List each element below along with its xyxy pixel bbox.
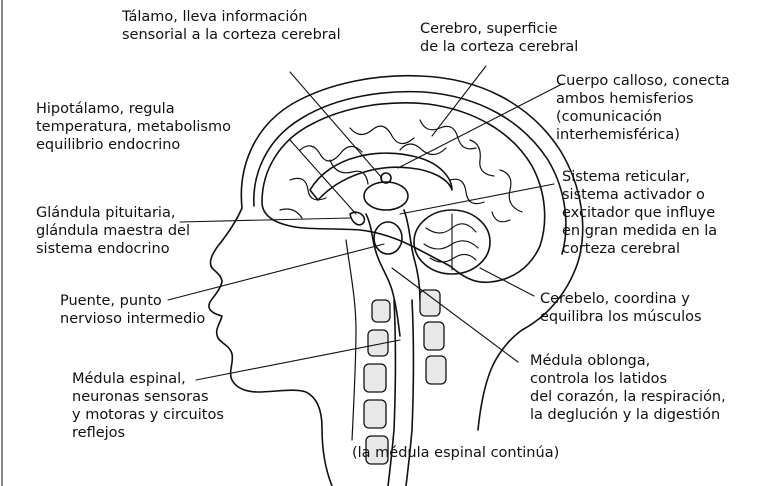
label-line: del corazón, la respiración, [530, 389, 726, 405]
spinal-cord [387, 299, 415, 486]
throat-line [345, 239, 357, 441]
label-line: Tálamo, lleva información [122, 9, 308, 25]
label-medula-espinal: Médula espinal, neuronas sensoras y moto… [72, 370, 224, 442]
label-line: Médula oblonga, [530, 353, 651, 369]
label-line: sistema endocrino [36, 241, 170, 257]
head-profile-outline [208, 74, 584, 486]
label-sistema-reticular: Sistema reticular, sistema activador o e… [562, 168, 717, 258]
label-medula-oblonga: Médula oblonga, controla los latidos del… [530, 352, 726, 424]
brainstem [365, 209, 421, 337]
pons [373, 221, 403, 255]
label-line: corteza cerebral [562, 241, 681, 257]
label-line: Sistema reticular, [562, 169, 690, 185]
label-line: en gran medida en la [562, 223, 718, 239]
label-line: Cerebro, superficie [420, 21, 558, 37]
skull-inner-line [253, 90, 567, 255]
label-line: Glándula pituitaria, [36, 205, 176, 221]
leader-lines [167, 65, 563, 381]
label-line: (la médula espinal continúa) [352, 445, 560, 461]
label-continua: (la médula espinal continúa) [352, 444, 559, 462]
label-line: ambos hemisferios [556, 91, 694, 107]
label-line: Hipotálamo, regula [36, 101, 175, 117]
label-line: controla los latidos [530, 371, 668, 387]
label-puente: Puente, punto nervioso intermedio [60, 292, 205, 328]
label-talamo: Tálamo, lleva información sensorial a la… [122, 8, 341, 44]
label-glandula-pituitaria: Glándula pituitaria, glándula maestra de… [36, 204, 190, 258]
cerebellum-folia [423, 213, 479, 271]
cortex-folds [279, 119, 523, 223]
label-cerebelo: Cerebelo, coordina y equilibra los múscu… [540, 290, 702, 326]
label-cuerpo-calloso: Cuerpo calloso, conecta ambos hemisferio… [556, 72, 730, 144]
label-line: y motoras y circuitos [72, 407, 224, 423]
label-line: (comunicación [556, 109, 662, 125]
brain-outline [261, 102, 546, 284]
label-hipotalamo: Hipotálamo, regula temperatura, metaboli… [36, 100, 231, 154]
label-line: temperatura, metabolismo [36, 119, 231, 135]
label-line: sensorial a la corteza cerebral [122, 27, 341, 43]
thalamus [363, 181, 409, 211]
label-cerebro: Cerebro, superficie de la corteza cerebr… [420, 20, 578, 56]
label-line: interhemisférica) [556, 127, 680, 143]
label-line: neuronas sensoras [72, 389, 209, 405]
cerebellum [413, 209, 491, 275]
label-line: equilibra los músculos [540, 309, 702, 325]
label-line: reflejos [72, 425, 126, 441]
label-line: Puente, punto [60, 293, 162, 309]
vertebrae [363, 289, 447, 465]
label-line: Médula espinal, [72, 371, 186, 387]
label-line: equilibrio endocrino [36, 137, 181, 153]
label-line: glándula maestra del [36, 223, 191, 239]
pituitary-gland [349, 211, 366, 226]
label-line: sistema activador o [562, 187, 705, 203]
label-line: la deglución y la digestión [530, 407, 721, 423]
corpus-callosum [309, 152, 453, 201]
label-line: excitador que influye [562, 205, 716, 221]
label-line: nervioso intermedio [60, 311, 206, 327]
label-line: de la corteza cerebral [420, 39, 579, 55]
label-line: Cerebelo, coordina y [540, 291, 690, 307]
label-line: Cuerpo calloso, conecta [556, 73, 730, 89]
thalamus-nucleus [380, 172, 392, 184]
